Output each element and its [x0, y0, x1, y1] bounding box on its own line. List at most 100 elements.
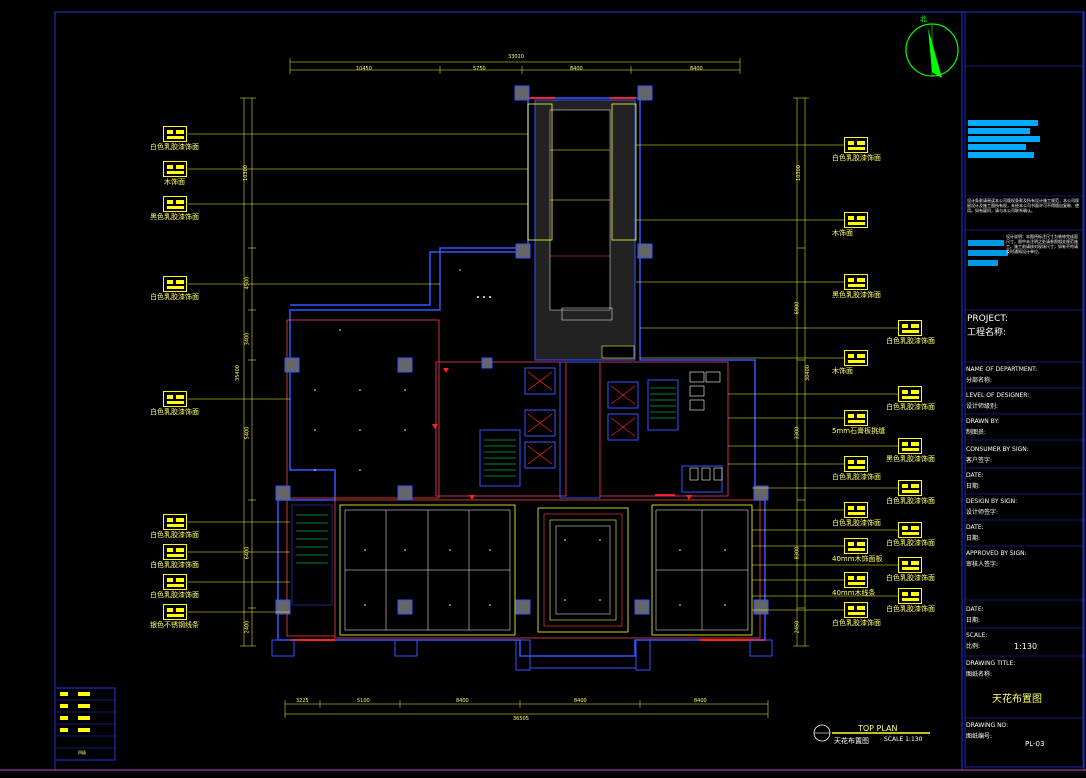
tb-field-label-cn: 日期: — [966, 483, 981, 490]
tb-field-label-cn: 客户签字: — [966, 457, 993, 464]
finish-label-left: 白色乳胶漆饰面 — [150, 531, 199, 539]
dim-top-total: 33020 — [508, 54, 524, 60]
finish-tag-icon — [163, 514, 187, 530]
finish-tag-icon — [844, 538, 868, 554]
tb-field-label-en: DESIGN BY SIGN: — [966, 498, 1018, 505]
finish-label-right: 白色乳胶漆饰面 — [886, 605, 935, 613]
ceiling-lights — [314, 269, 726, 606]
finish-tag-icon — [844, 137, 868, 153]
finish-tag-icon — [163, 391, 187, 407]
finish-tag-icon — [163, 126, 187, 142]
dim-right-5: 8300 — [794, 546, 801, 560]
finish-label-right: 白色乳胶漆饰面 — [886, 337, 935, 345]
finish-tag-icon — [898, 557, 922, 573]
service-core — [435, 361, 729, 499]
finish-tag-icon — [844, 212, 868, 228]
finish-tag-icon — [844, 410, 868, 426]
tb-drawing-no-value: PL-03 — [1025, 740, 1045, 748]
ceiling-panel-right — [655, 509, 749, 631]
finish-label-left: 白色乳胶漆饰面 — [150, 591, 199, 599]
tb-scale-value: 1:130 — [1014, 642, 1038, 651]
ceiling-panel-left — [344, 509, 511, 631]
finish-label-right: 5mm石膏板挑缝 — [832, 427, 886, 435]
finish-label-right: 白色乳胶漆饰面 — [832, 473, 881, 481]
finish-tag-icon — [898, 588, 922, 604]
stair-bottom-left — [291, 504, 333, 606]
dim-left-7: 2400 — [244, 620, 251, 634]
finish-label-left: 银色不锈钢线条 — [150, 621, 199, 629]
dim-top-seg-4: 8400 — [690, 66, 703, 72]
dim-top-seg-2: 5750 — [473, 66, 486, 72]
top-dimensions — [289, 58, 741, 74]
finish-tag-icon — [898, 522, 922, 538]
drawing-title-en: TOP PLAN — [858, 724, 898, 733]
tb-field-label-en: DRAWING NO: — [966, 722, 1009, 729]
finish-label-right: 白色乳胶漆饰面 — [832, 619, 881, 627]
finish-tag-icon — [844, 274, 868, 290]
dim-right-2: 6900 — [794, 301, 801, 315]
finish-tag-icon — [844, 456, 868, 472]
tb-field-label-en: DATE: — [966, 472, 984, 479]
finish-tag-icon — [898, 438, 922, 454]
structural-columns — [275, 85, 769, 615]
finish-tag-icon — [844, 502, 868, 518]
dim-bottom-seg-5: 8400 — [694, 698, 707, 704]
finish-tag-icon — [844, 572, 868, 588]
finish-label-right: 白色乳胶漆饰面 — [832, 519, 881, 527]
tb-field-label-en: APPROVED BY SIGN: — [966, 550, 1027, 557]
notes-block-fill — [968, 240, 1008, 266]
left-leader-lines — [188, 133, 528, 613]
finish-tag-icon — [163, 196, 187, 212]
drawing-title-cn: 天花布置图 — [834, 737, 869, 745]
north-arrow-icon — [905, 23, 959, 78]
finish-tag-icon — [163, 544, 187, 560]
tb-field-label-en: CONSUMER BY SIGN: — [966, 446, 1029, 453]
finish-tag-icon — [844, 602, 868, 618]
dim-bottom-seg-3: 8400 — [456, 698, 469, 704]
tb-field-label-cn: 制图员: — [966, 429, 987, 436]
finish-tag-icon — [844, 350, 868, 366]
finish-label-right: 白色乳胶漆饰面 — [886, 403, 935, 411]
finish-label-left: 木饰面 — [164, 178, 185, 186]
right-leader-lines — [636, 144, 898, 611]
left-dimensions — [240, 97, 256, 647]
finish-label-right: 白色乳胶漆饰面 — [832, 154, 881, 162]
stair-right — [650, 387, 676, 419]
title-block-inner — [964, 11, 1084, 768]
tb-drawing-title-value: 天花布置图 — [992, 694, 1042, 705]
dim-bottom-seg-2: 5100 — [357, 698, 370, 704]
tb-field-label-en: LEVEL OF DESIGNER: — [966, 392, 1030, 399]
finish-tag-icon — [163, 161, 187, 177]
red-markers — [432, 368, 692, 500]
entrance-columns — [271, 639, 773, 671]
restroom-fixtures — [689, 371, 723, 481]
drawing-scale: SCALE 1:130 — [884, 736, 923, 743]
dim-bottom-seg-4: 8400 — [574, 698, 587, 704]
finish-tag-icon — [898, 320, 922, 336]
tb-field-label-en: DRAWN BY: — [966, 418, 1000, 425]
dim-right-3: 30400 — [804, 365, 811, 381]
right-dimensions — [793, 97, 809, 647]
finish-label-right: 白色乳胶漆饰面 — [886, 574, 935, 582]
finish-tag-icon — [898, 386, 922, 402]
building-outline — [277, 97, 766, 657]
legend-box — [54, 687, 116, 761]
finish-label-right: 黑色乳胶漆饰面 — [886, 455, 935, 463]
dim-bottom-seg-1: 3225 — [296, 698, 309, 704]
tb-field-label-cn: 比例: — [966, 643, 981, 650]
tb-field-label-cn: 审核人签字: — [966, 561, 999, 568]
finish-label-right: 木饰面 — [832, 367, 853, 375]
finish-label-right: 白色乳胶漆饰面 — [886, 539, 935, 547]
drawing-title-mark — [813, 724, 930, 742]
tb-field-label-cn: 日期: — [966, 617, 981, 624]
tb-field-label-cn: 图纸编号: — [966, 733, 993, 740]
legend-row-5: 四级 — [78, 750, 86, 755]
dim-top-seg-3: 8400 — [570, 66, 583, 72]
tb-field-label-cn: 日期: — [966, 535, 981, 542]
tb-field-label-en: SCALE: — [966, 632, 988, 639]
finish-label-left: 白色乳胶漆饰面 — [150, 293, 199, 301]
tb-note-1: 设计条款请阅读本公司版权条款及所有设计施工规范，本公司保留设计及施工图所有权，未… — [967, 198, 1079, 213]
tb-field-label-en: DRAWING TITLE: — [966, 660, 1016, 667]
tb-field-label-en: DATE: — [966, 524, 984, 531]
